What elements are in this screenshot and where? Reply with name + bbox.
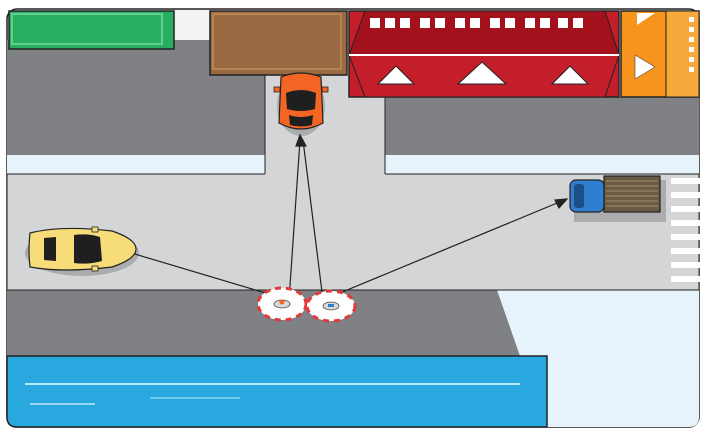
red-building (348, 10, 620, 98)
green-block (8, 10, 175, 50)
orange-car (273, 72, 329, 136)
brown-block (209, 10, 348, 76)
orange-building (620, 10, 700, 98)
crosswalk (671, 178, 701, 282)
drone-2 (305, 289, 357, 323)
curb-top-left (7, 155, 265, 174)
water-canal (6, 355, 548, 428)
sightlines (127, 133, 569, 301)
truck (569, 175, 666, 222)
sidewalk-top-left (7, 40, 265, 155)
sidewalk-top-right (385, 97, 699, 155)
yellow-car (25, 226, 139, 276)
drone-1 (256, 286, 308, 322)
curb-top-right (385, 155, 699, 174)
sidewalk-bottom (7, 290, 520, 356)
